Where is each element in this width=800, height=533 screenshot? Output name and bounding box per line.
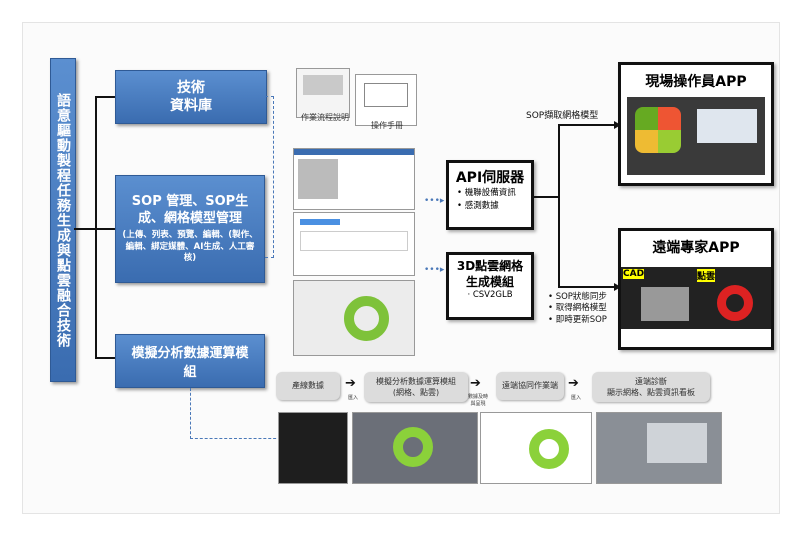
tree-line (95, 357, 115, 359)
arrowhead (614, 283, 621, 291)
expert-bullet: 取得網格模型 (555, 303, 607, 314)
arrowhead (614, 121, 621, 129)
mesh-viewer-screenshot (293, 280, 415, 356)
connector (558, 124, 560, 288)
terminal-screenshot (278, 412, 348, 484)
expert-app-box: 遠端專家APP CAD 點雲 (618, 228, 774, 350)
simulation-module: 模擬分析數據運算模組 (115, 334, 265, 388)
cad-label: CAD (623, 269, 645, 279)
main-title: 語意驅動製程任務生成與點雲融合技術 (55, 92, 71, 348)
sop-subtitle: (上傳、列表、預覽、編輯、(製作、編輯、綁定媒體、AI生成、人工審核) (122, 229, 258, 264)
operator-app-screenshot (627, 97, 765, 175)
flow-step-4: 遠端診斷 顯示網格、點雲資訊看板 (592, 372, 710, 402)
simulation-screenshot (352, 412, 478, 484)
main-title-box: 語意驅動製程任務生成與點雲融合技術 (50, 58, 76, 382)
flow-arrow: ➔ (345, 376, 356, 391)
tech-database-module: 技術 資料庫 (115, 70, 267, 124)
connector (558, 124, 616, 126)
connector (558, 286, 616, 288)
flow-arrow: ➔ (470, 376, 481, 391)
doc-screenshot-2 (355, 74, 417, 126)
dots-arrow: •••▸ (424, 265, 445, 275)
tree-line (95, 96, 115, 98)
sop-list-screenshot (293, 148, 415, 210)
simulation-label: 模擬分析數據運算模組 (131, 346, 249, 380)
operator-app-title: 現場操作員APP (645, 74, 747, 90)
flow-step-2: 模擬分析數據運算模組 (網格、點雲) (364, 372, 468, 402)
tree-line (95, 228, 115, 230)
remote-diagnosis-screenshot (596, 412, 722, 484)
tech-database-label: 技術 資料庫 (170, 79, 212, 114)
dots-arrow: •••▸ (424, 196, 445, 206)
flow-arrow-label: 匯入 (570, 395, 581, 401)
sop-title: SOP 管理、SOP生成、網格模型管理 (131, 193, 249, 227)
expert-app-title: 遠端專家APP (652, 240, 740, 256)
flow-step-3: 遠端協同作業端 (496, 372, 564, 400)
flow-arrow: ➔ (568, 376, 579, 391)
dashed-connector (265, 96, 274, 258)
collab-screenshot (480, 412, 592, 484)
edge-label: SOP擷取網格模型 (526, 111, 599, 121)
api-bullet: 機聯設備資訊 (464, 188, 516, 198)
tree-line (74, 228, 96, 230)
api-bullets: • 機聯設備資訊 • 感測數據 (457, 188, 516, 211)
api-bullet: 感測數據 (464, 200, 499, 211)
operator-app-box: 現場操作員APP (618, 62, 774, 186)
tree-line (95, 96, 97, 358)
expert-app-screenshot: CAD 點雲 (621, 267, 771, 329)
flow-arrow-label: 匯入 (347, 395, 358, 401)
flow-arrow-label: 數據及時與呈現 (467, 394, 488, 407)
dashed-connector (190, 388, 281, 439)
expert-bullet: SOP狀態同步 (555, 292, 607, 302)
expert-bullets: • SOP狀態同步 • 取得網格模型 • 即時更新SOP (548, 292, 607, 325)
doc-screenshot-1 (296, 68, 350, 118)
doc-label-1: 作業流程說明 (301, 113, 349, 122)
pointcloud-bullet-text: CSV2GLB (472, 290, 513, 301)
sop-edit-screenshot (293, 212, 415, 276)
pointcloud-bullet: · CSV2GLB (467, 290, 513, 301)
pointcloud-title: 3D點雲網格生成模組 (456, 259, 524, 289)
pointcloud-module-box: 3D點雲網格生成模組 · CSV2GLB (446, 252, 534, 320)
expert-bullet: 即時更新SOP (555, 314, 607, 325)
doc-label-2: 操作手冊 (371, 121, 403, 130)
api-server-box: API伺服器 • 機聯設備資訊 • 感測數據 (446, 160, 534, 230)
sop-module: SOP 管理、SOP生成、網格模型管理 (上傳、列表、預覽、編輯、(製作、編輯、… (115, 175, 265, 283)
connector (534, 196, 560, 198)
api-title: API伺服器 (455, 170, 525, 186)
pointcloud-label: 點雲 (697, 269, 716, 282)
flow-step-1: 產線數據 (276, 372, 340, 400)
